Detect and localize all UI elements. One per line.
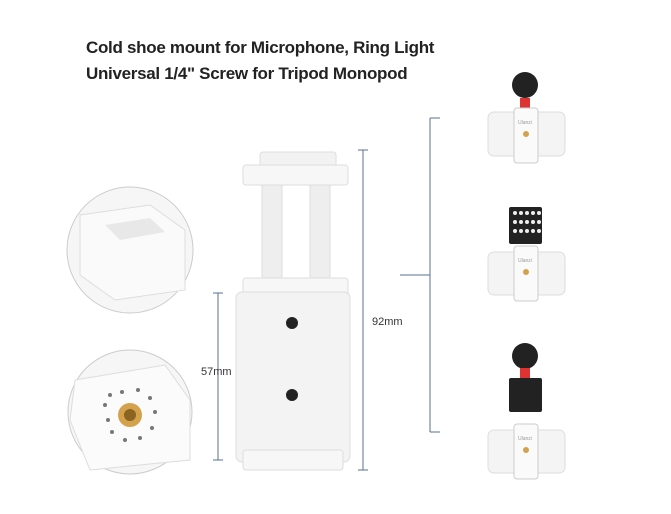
cold-shoe-detail	[66, 186, 194, 314]
screw-icon	[286, 389, 298, 401]
phone-clamp	[235, 151, 351, 471]
brand-logo: Ulanzi	[518, 258, 532, 264]
brand-logo: Ulanzi	[518, 120, 532, 126]
screw-detail	[67, 349, 193, 475]
height-total-label: 92mm	[372, 316, 403, 328]
dimension-lines	[213, 117, 440, 471]
screw-icon	[286, 317, 298, 329]
setup-led-light	[487, 207, 566, 302]
brand-logo: Ulanzi	[518, 436, 532, 442]
setup-mic-and-light	[487, 343, 566, 480]
headline-line-1: Cold shoe mount for Microphone, Ring Lig…	[86, 38, 435, 57]
height-clamp-label: 57mm	[201, 366, 232, 378]
headline-line-2: Universal 1/4" Screw for Tripod Monopod	[86, 64, 408, 83]
setup-microphone	[487, 72, 566, 164]
